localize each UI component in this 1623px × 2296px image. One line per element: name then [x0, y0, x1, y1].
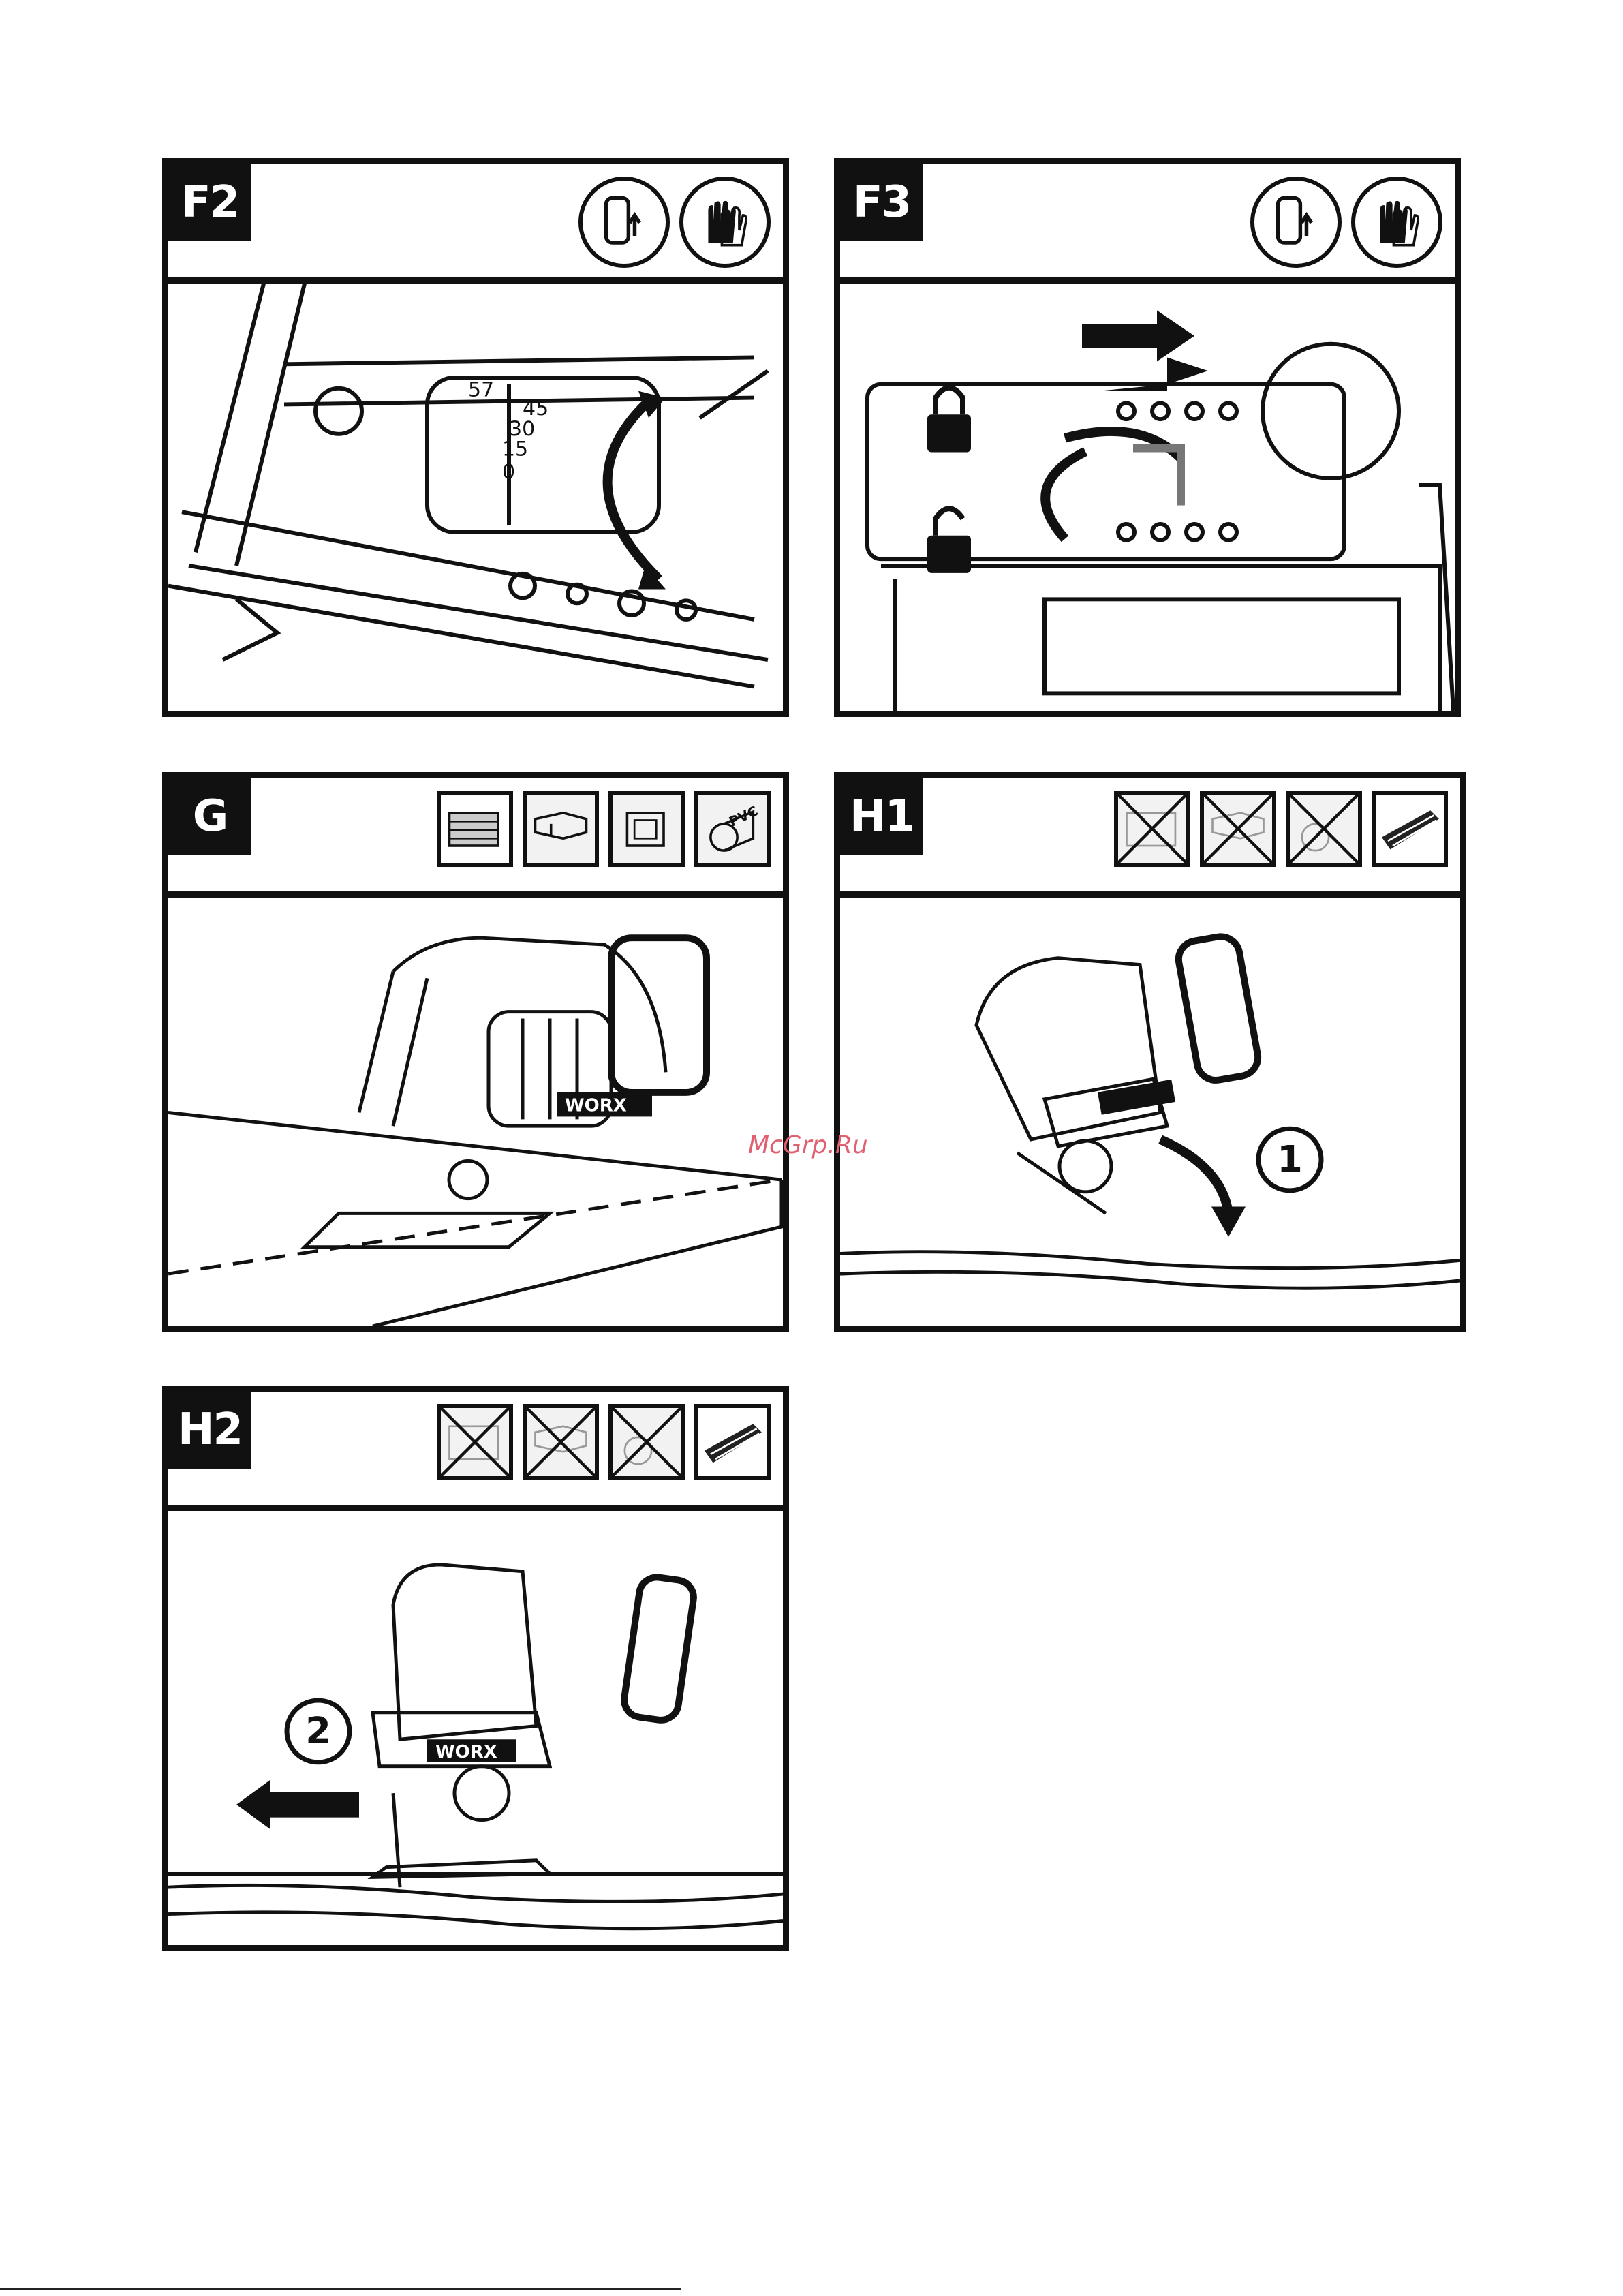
- panel-label: H2: [168, 1392, 251, 1469]
- soft-wood-icon: [1372, 791, 1448, 867]
- safety-icons: [578, 177, 771, 268]
- scale-57: 57: [468, 378, 494, 402]
- gloves-icon: [1351, 177, 1442, 268]
- panel-illustration: WORX 2: [168, 1511, 783, 1945]
- panel-header: H1: [840, 778, 1460, 898]
- watermark: McGrp.Ru: [748, 1131, 868, 1159]
- panel-label: H1: [840, 778, 923, 855]
- remove-battery-icon: [1250, 177, 1342, 268]
- base-shift-drawing: [840, 284, 1455, 711]
- jigsaw-cut-drawing: WORX: [168, 898, 783, 1326]
- panel-illustration: [840, 284, 1455, 711]
- panel-label: G: [168, 778, 251, 855]
- panel-illustration: WORX: [168, 898, 783, 1326]
- panel-f2: F2: [162, 158, 789, 717]
- safety-icons: [1250, 177, 1442, 268]
- profile-icon: [523, 791, 599, 867]
- material-icons: [1114, 791, 1448, 867]
- profile-crossed-icon: [1200, 791, 1276, 867]
- panel-header: H2: [168, 1392, 783, 1511]
- pvc-crossed-icon: [608, 1404, 685, 1480]
- plunge-cut-step1-drawing: 1: [840, 898, 1460, 1326]
- brand-logo: WORX: [435, 1742, 497, 1762]
- pvc-crossed-icon: [1286, 791, 1362, 867]
- panel-f3: F3: [834, 158, 1461, 717]
- wood-crossed-icon: [1114, 791, 1190, 867]
- profile-crossed-icon: [523, 1404, 599, 1480]
- panel-header: F2: [168, 164, 783, 284]
- wood-icon: [437, 791, 513, 867]
- panel-header: G PVC: [168, 778, 783, 898]
- panel-label: F3: [840, 164, 923, 241]
- panel-illustration: 1: [840, 898, 1460, 1326]
- scale-15: 15: [502, 438, 528, 461]
- step-1-number: 1: [1277, 1138, 1303, 1181]
- panel-h2: H2: [162, 1386, 789, 1951]
- panel-g: G PVC: [162, 772, 789, 1332]
- panel-illustration: 57 45 30 15 0: [168, 284, 783, 711]
- panel-h1: H1: [834, 772, 1466, 1332]
- panel-label: F2: [168, 164, 251, 241]
- material-icons: PVC: [437, 791, 771, 867]
- brand-logo: WORX: [565, 1096, 627, 1116]
- footer-rule: [0, 2288, 681, 2290]
- panel-header: F3: [840, 164, 1455, 284]
- step-2-number: 2: [305, 1710, 331, 1753]
- scale-0: 0: [502, 460, 515, 484]
- lock-icon: [927, 388, 971, 453]
- bevel-adjust-drawing: 57 45 30 15 0: [168, 284, 783, 711]
- unlock-icon: [927, 508, 971, 573]
- pvc-icon: PVC: [694, 791, 771, 867]
- remove-battery-icon: [578, 177, 670, 268]
- soft-wood-icon: [694, 1404, 771, 1480]
- pvc-text: PVC: [726, 803, 760, 829]
- plunge-cut-step2-drawing: WORX 2: [168, 1511, 783, 1945]
- tube-icon: [608, 791, 685, 867]
- wood-crossed-icon: [437, 1404, 513, 1480]
- material-icons: [437, 1404, 771, 1480]
- gloves-icon: [679, 177, 771, 268]
